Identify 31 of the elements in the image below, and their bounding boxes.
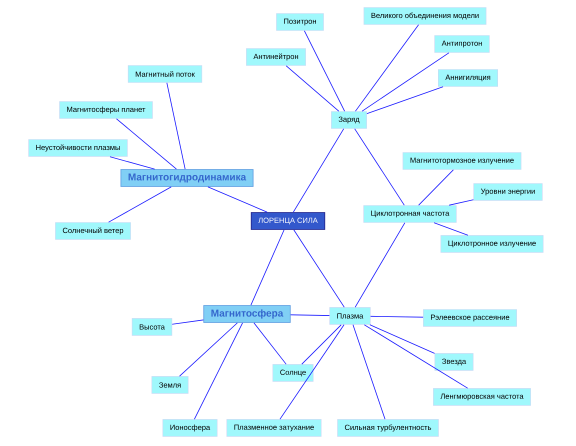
connector-line [166, 82, 186, 170]
connector-line [286, 65, 340, 112]
connector-line [354, 222, 406, 308]
connector-line [250, 229, 284, 306]
connector-line [254, 322, 287, 365]
subtopic-box: Магнитогидродинамика [120, 169, 254, 187]
connector-line [364, 324, 468, 389]
connector-line [434, 222, 468, 236]
connector-line [293, 229, 345, 308]
connector-line [366, 86, 444, 114]
connector-line [370, 316, 424, 318]
connector-line [362, 52, 450, 112]
connector-line [179, 322, 238, 377]
connector-line [448, 199, 474, 206]
connector-line [290, 314, 330, 316]
connector-line [208, 186, 268, 212]
connector-line [301, 324, 342, 365]
connector-line [418, 169, 454, 206]
connector-line [194, 322, 243, 420]
connector-line [292, 128, 344, 212]
connector-line [369, 324, 435, 354]
connector-line [280, 324, 344, 420]
connector-line [108, 186, 172, 223]
connector-line [172, 320, 204, 325]
connector-line [355, 24, 419, 112]
connector-line [110, 156, 156, 170]
connector-line [352, 324, 386, 420]
connector-line [304, 30, 345, 112]
connector-line [354, 128, 405, 206]
subtopic-box: Магнитосфера [203, 305, 291, 323]
connector-line [116, 118, 177, 170]
